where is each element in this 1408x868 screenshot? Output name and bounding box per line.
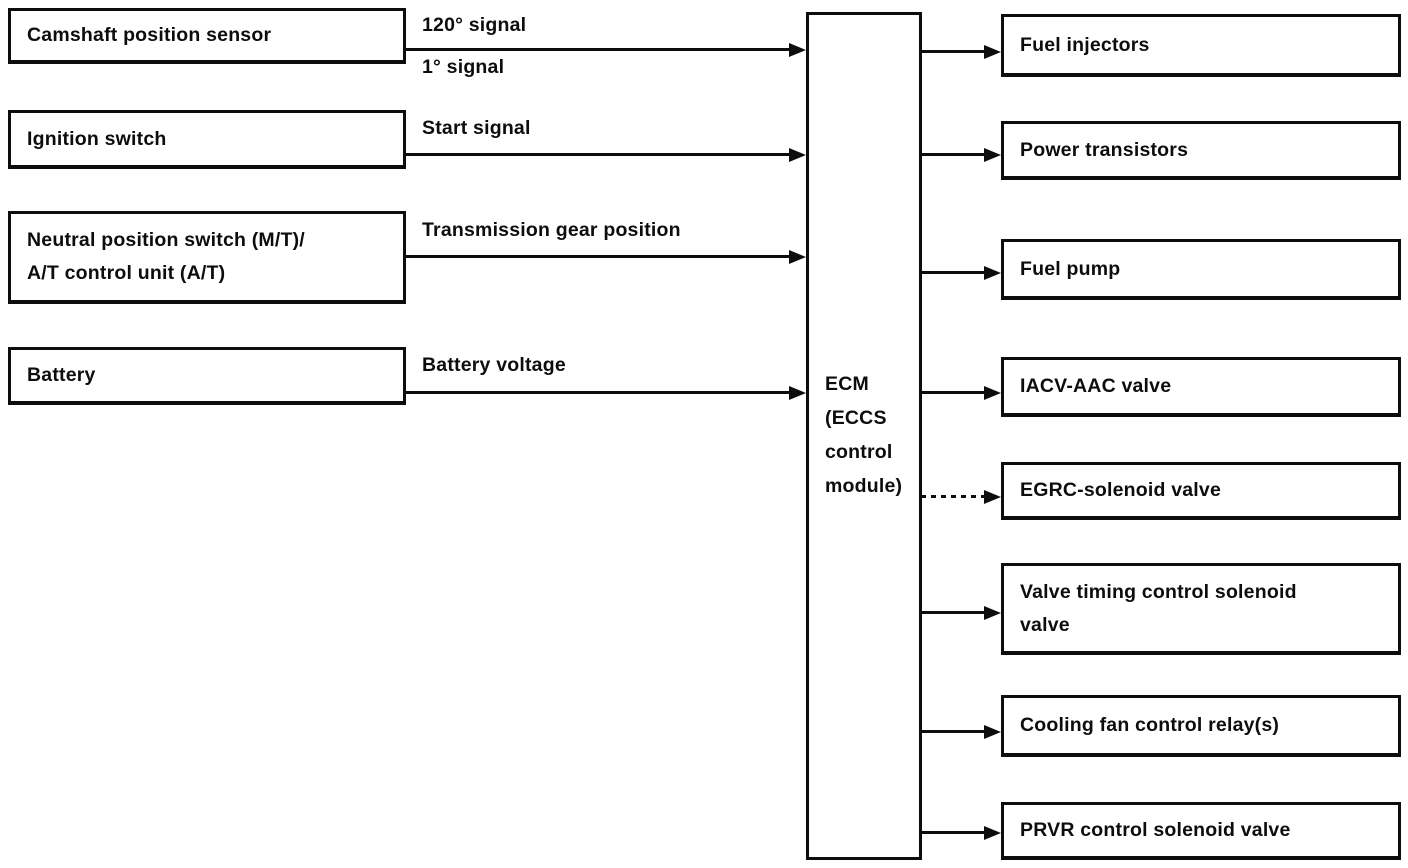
ecm-label: ECM (ECCS control module) xyxy=(825,367,902,503)
arrowhead-right-icon xyxy=(789,249,806,264)
output-box-power-transistors: Power transistors xyxy=(1001,121,1401,180)
output-box-label: Power transistors xyxy=(1020,138,1189,161)
output-box-label: Cooling fan control relay(s) xyxy=(1020,714,1280,736)
input-box-label-line1: Neutral position switch (M/T)/ xyxy=(27,229,305,251)
signal-label-start-signal: Start signal xyxy=(422,117,531,139)
ecm-label-line2: (ECCS xyxy=(825,407,887,429)
output-box-iacv-aac-valve: IACV-AAC valve xyxy=(1001,357,1401,417)
ecm-box: ECM (ECCS control module) xyxy=(806,12,922,860)
input-box-neutral-position-switch: Neutral position switch (M/T)/ A/T contr… xyxy=(8,211,406,304)
output-line-valve-timing-control xyxy=(921,611,985,614)
arrowhead-right-icon xyxy=(984,605,1001,620)
input-box-label: Battery xyxy=(27,364,96,386)
arrowhead-right-icon xyxy=(789,147,806,162)
signal-label-transmission-gear-position: Transmission gear position xyxy=(422,219,681,241)
output-line-prvr-control xyxy=(921,831,985,834)
signal-label-120-signal: 120° signal xyxy=(422,14,527,36)
output-box-label: IACV-AAC valve xyxy=(1020,375,1172,397)
output-line-power-transistors xyxy=(921,153,985,156)
input-box-label: Ignition switch xyxy=(27,127,167,150)
ecm-label-line4: module) xyxy=(825,475,903,497)
output-box-label: PRVR control solenoid valve xyxy=(1020,819,1291,841)
input-box-label: Camshaft position sensor xyxy=(27,24,272,46)
output-line-fuel-injectors xyxy=(921,50,985,53)
input-box-camshaft-position-sensor: Camshaft position sensor xyxy=(8,8,406,64)
input-line-battery-voltage xyxy=(406,391,790,394)
input-line-start-signal xyxy=(406,153,790,156)
output-box-fuel-injectors: Fuel injectors xyxy=(1001,14,1401,77)
output-box-label: EGRC-solenoid valve xyxy=(1020,479,1222,501)
output-box-prvr-control-solenoid-valve: PRVR control solenoid valve xyxy=(1001,802,1401,860)
output-line-cooling-fan-relay xyxy=(921,730,985,733)
input-box-ignition-switch: Ignition switch xyxy=(8,110,406,169)
output-box-fuel-pump: Fuel pump xyxy=(1001,239,1401,300)
input-box-label-line2: A/T control unit (A/T) xyxy=(27,262,226,284)
arrowhead-right-icon xyxy=(984,265,1001,280)
arrowhead-right-icon xyxy=(984,147,1001,162)
output-box-cooling-fan-control-relays: Cooling fan control relay(s) xyxy=(1001,695,1401,757)
output-box-label: Fuel injectors xyxy=(1020,33,1150,56)
input-line-transmission xyxy=(406,255,790,258)
output-box-label: Fuel pump xyxy=(1020,257,1121,280)
ecm-label-line3: control xyxy=(825,441,893,463)
arrowhead-right-icon xyxy=(789,42,806,57)
output-box-egrc-solenoid-valve: EGRC-solenoid valve xyxy=(1001,462,1401,520)
output-line-egrc-solenoid-valve-dashed xyxy=(921,495,985,498)
ecm-label-line1: ECM xyxy=(825,373,869,395)
arrowhead-right-icon xyxy=(789,385,806,400)
output-box-label-line2: valve xyxy=(1020,613,1070,636)
output-box-valve-timing-control-solenoid-valve: Valve timing control solenoid valve xyxy=(1001,563,1401,655)
arrowhead-right-icon xyxy=(984,385,1001,400)
input-box-battery: Battery xyxy=(8,347,406,405)
signal-label-battery-voltage: Battery voltage xyxy=(422,354,566,376)
output-line-iacv-aac-valve xyxy=(921,391,985,394)
arrowhead-right-icon xyxy=(984,44,1001,59)
arrowhead-right-icon xyxy=(984,489,1001,504)
input-line-camshaft xyxy=(406,48,790,51)
arrowhead-right-icon xyxy=(984,724,1001,739)
arrowhead-right-icon xyxy=(984,825,1001,840)
output-box-label-line1: Valve timing control solenoid xyxy=(1020,580,1297,603)
output-line-fuel-pump xyxy=(921,271,985,274)
signal-label-1-signal: 1° signal xyxy=(422,56,505,78)
